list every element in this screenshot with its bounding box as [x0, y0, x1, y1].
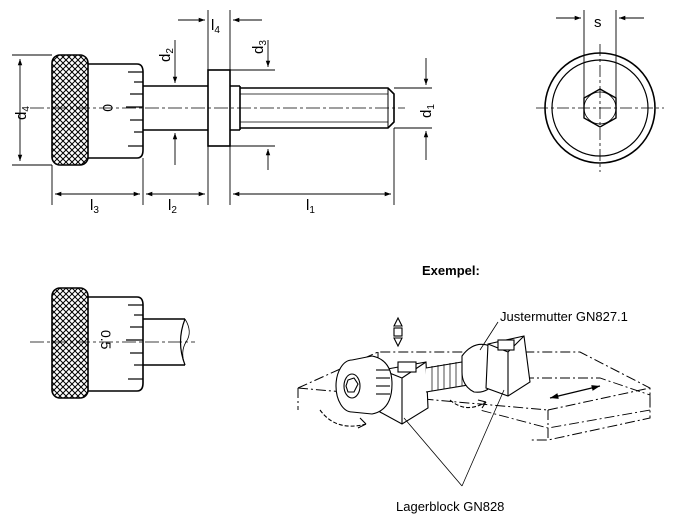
- label-s: s: [594, 14, 602, 31]
- side-view: [51, 54, 395, 166]
- scale-ticks: [126, 71, 143, 147]
- label-d4: d4: [13, 106, 32, 120]
- callout-nut: Justermutter GN827.1: [500, 309, 628, 324]
- label-l2: l2: [168, 197, 177, 216]
- dim-d1: [394, 58, 432, 160]
- detail-view: [51, 287, 190, 399]
- label-l3: l3: [90, 197, 99, 216]
- scale-mark-half: 0.5: [98, 330, 114, 350]
- adjustment-plate: [479, 377, 651, 429]
- dim-l4: [178, 10, 262, 70]
- example-title: Exempel:: [422, 263, 480, 278]
- dim-d4: [12, 54, 52, 166]
- label-d3: d3: [250, 40, 269, 54]
- dim-d3: [230, 40, 275, 170]
- knurled-knob: [51, 54, 89, 166]
- label-d1: d1: [418, 104, 437, 118]
- label-l1: l1: [306, 197, 315, 216]
- end-view: [536, 44, 664, 172]
- label-d2: d2: [157, 48, 176, 62]
- label-l4: l4: [211, 17, 220, 36]
- detail-knurled-knob: [51, 287, 89, 399]
- callout-block: Lagerblock GN828: [396, 499, 504, 514]
- example-assembly: [297, 316, 651, 441]
- scale-mark-zero: 0: [100, 104, 116, 112]
- callout-leaders: [403, 321, 505, 487]
- dim-lengths: [51, 128, 395, 205]
- dim-s: [556, 10, 644, 98]
- scale-collar: [88, 63, 144, 159]
